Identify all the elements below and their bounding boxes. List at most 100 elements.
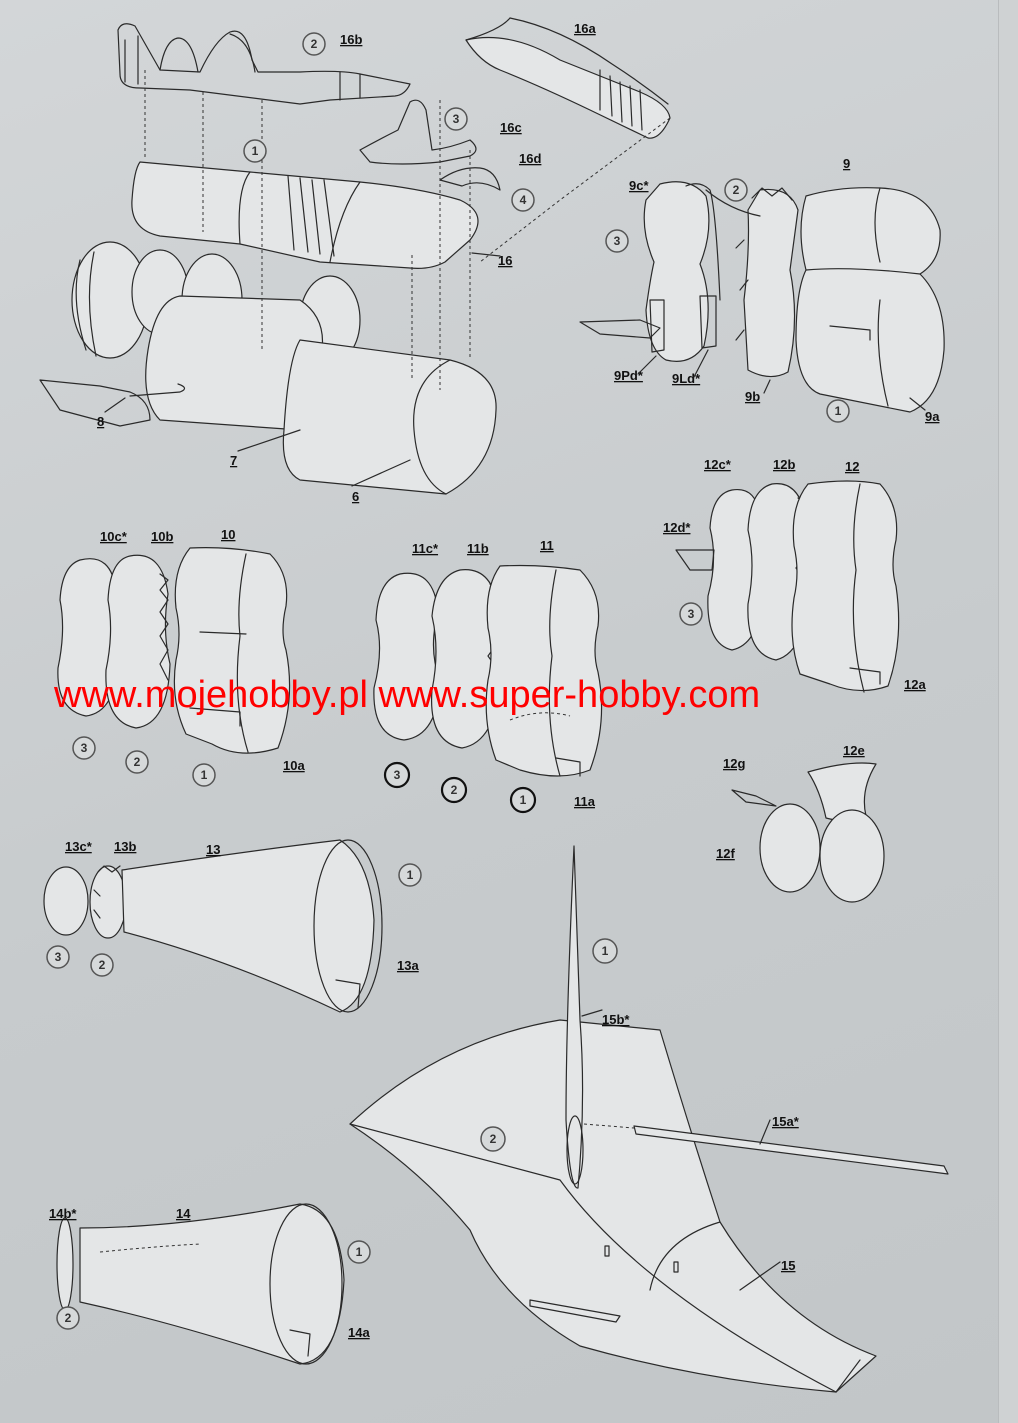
part-16-fuselage-top <box>131 161 479 269</box>
part-12f-ring <box>759 803 821 893</box>
step-2-fuselage: 2 <box>302 32 326 56</box>
svg-text:1: 1 <box>602 944 609 958</box>
part-14-assembly: 14b* 14 14a 1 2 <box>49 1203 371 1365</box>
label-12c: 12c* <box>704 457 732 472</box>
label-9c: 9c* <box>629 178 649 193</box>
label-15b: 15b* <box>602 1012 630 1027</box>
part-6-fuselage-shell <box>282 339 497 495</box>
label-12g: 12g <box>723 756 745 771</box>
svg-text:3: 3 <box>614 234 621 248</box>
part-11-assembly: 11c* 11b 11 11a 3 2 1 <box>373 538 603 814</box>
label-12d: 12d* <box>663 520 691 535</box>
step-2-part9: 2 <box>724 178 748 202</box>
part-16b-frame <box>117 23 411 105</box>
step-4-fuselage: 4 <box>511 188 535 212</box>
svg-text:3: 3 <box>55 950 62 964</box>
label-12b: 12b <box>773 457 795 472</box>
part-15-tail-surface <box>349 1019 877 1393</box>
part-15-tail-assembly: 15b* 15a* 15 1 2 <box>349 845 949 1393</box>
label-9: 9 <box>843 156 850 171</box>
label-8: 8 <box>97 414 104 429</box>
label-15a: 15a* <box>772 1114 800 1129</box>
svg-text:2: 2 <box>99 958 106 972</box>
step-1-part13: 1 <box>398 863 422 887</box>
svg-text:2: 2 <box>134 755 141 769</box>
step-3-part12: 3 <box>679 602 703 626</box>
label-9pd: 9Pd* <box>614 368 644 383</box>
step-1-part9: 1 <box>826 399 850 423</box>
svg-text:1: 1 <box>356 1245 363 1259</box>
part-13c-former <box>43 866 89 936</box>
label-13b: 13b <box>114 839 136 854</box>
label-12e: 12e <box>843 743 865 758</box>
svg-text:1: 1 <box>520 793 527 807</box>
label-13: 13 <box>206 842 220 857</box>
step-1-part15: 1 <box>592 938 618 964</box>
svg-text:3: 3 <box>394 768 401 782</box>
svg-text:1: 1 <box>835 404 842 418</box>
step-3-fuselage: 3 <box>444 107 468 131</box>
label-10a: 10a <box>283 758 305 773</box>
label-11b: 11b <box>467 541 489 556</box>
step-3-part11: 3 <box>383 761 411 789</box>
label-11a: 11a <box>574 794 596 809</box>
step-2-part15: 2 <box>480 1126 506 1152</box>
svg-text:2: 2 <box>490 1132 497 1146</box>
part-15a-spar <box>633 1125 949 1175</box>
part-10-fuselage-section <box>173 547 291 754</box>
part-14b-disc <box>56 1217 74 1311</box>
step-3-part9: 3 <box>605 229 629 253</box>
svg-text:4: 4 <box>520 193 527 207</box>
label-14: 14 <box>176 1206 191 1221</box>
label-13a: 13a <box>397 958 419 973</box>
step-2-part11: 2 <box>440 776 468 804</box>
part-14-tail-cone <box>79 1203 345 1365</box>
part-11-fuselage-section <box>485 564 603 777</box>
label-12a: 12a <box>904 677 926 692</box>
label-16b: 16b <box>340 32 362 47</box>
label-14a: 14a <box>348 1325 370 1340</box>
step-2-part10: 2 <box>125 750 149 774</box>
label-16: 16 <box>498 253 512 268</box>
svg-text:2: 2 <box>733 183 740 197</box>
label-12f: 12f <box>716 846 735 861</box>
label-10b: 10b <box>151 529 173 544</box>
step-2-part13: 2 <box>90 953 114 977</box>
part-15b-fin <box>565 845 584 1189</box>
svg-text:1: 1 <box>201 768 208 782</box>
label-7: 7 <box>230 453 237 468</box>
label-10c: 10c* <box>100 529 128 544</box>
svg-text:3: 3 <box>81 741 88 755</box>
step-3-part10: 3 <box>72 736 96 760</box>
svg-text:2: 2 <box>65 1311 72 1325</box>
label-16a: 16a <box>574 21 596 36</box>
part-16d-frame <box>439 167 501 191</box>
step-3-part13: 3 <box>46 945 70 969</box>
label-15: 15 <box>781 1258 795 1273</box>
part-12-fuselage-section <box>791 480 900 692</box>
label-9a: 9a <box>925 409 940 424</box>
part-9c-former <box>643 181 710 362</box>
part-13-assembly: 13c* 13b 13 13a 1 3 2 <box>43 839 422 1013</box>
svg-text:3: 3 <box>453 112 460 126</box>
svg-text:1: 1 <box>252 144 259 158</box>
svg-text:2: 2 <box>311 37 318 51</box>
step-1-part11: 1 <box>509 786 537 814</box>
label-16d: 16d <box>519 151 541 166</box>
part-13b-former <box>89 865 127 939</box>
part-9-fuselage-section <box>795 187 945 413</box>
part-9b-former <box>743 188 799 378</box>
part-13-fuselage-section <box>121 839 375 1013</box>
part-9-assembly: 9 9c* 9Pd* 9Ld* 9b 9a 2 3 1 <box>579 156 945 424</box>
part-7-fuselage-shell <box>145 295 324 431</box>
step-1-part10: 1 <box>192 763 216 787</box>
step-2-part14: 2 <box>56 1306 80 1330</box>
fuselage-assembly: 16b 16a 16c 16d 16 8 7 6 2 3 1 4 <box>39 17 671 504</box>
label-11: 11 <box>540 538 554 553</box>
step-1-fuselage: 1 <box>243 139 267 163</box>
part-16a-canopy <box>465 36 671 139</box>
part-12-assembly: 12c* 12b 12 12d* 12a 12e 12g 12f 3 <box>663 457 926 903</box>
part-10b-former <box>105 554 171 729</box>
step-1-part14: 1 <box>347 1240 371 1264</box>
